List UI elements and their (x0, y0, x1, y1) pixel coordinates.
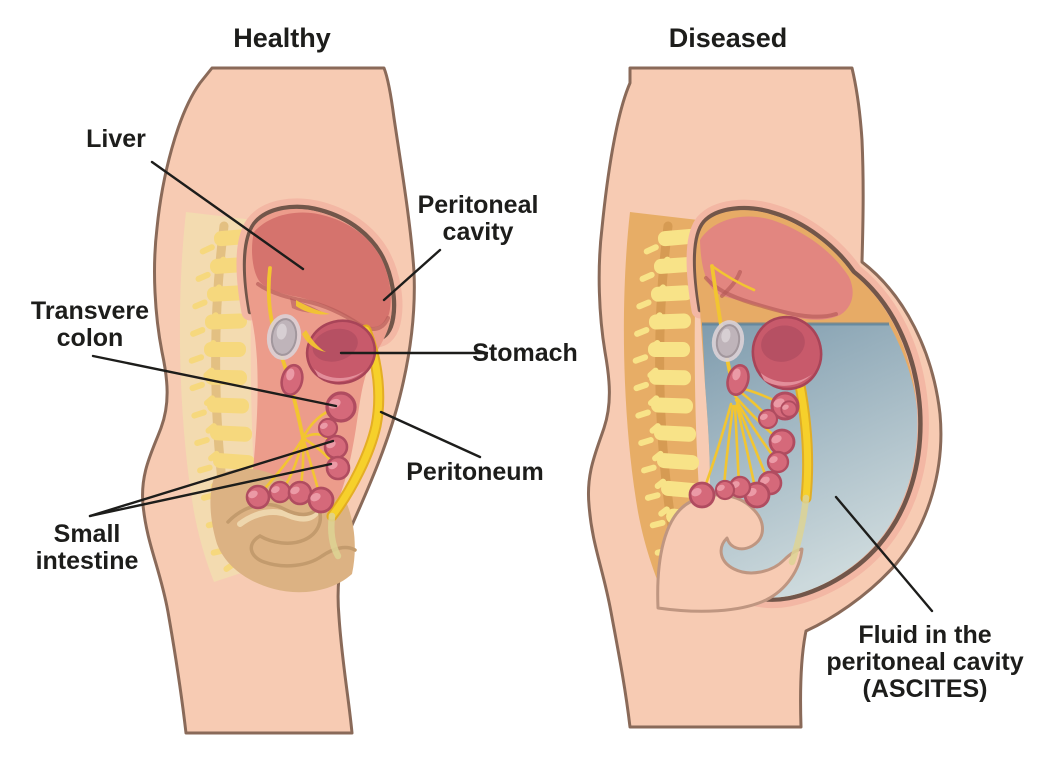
label-line: Small (53, 520, 121, 548)
label-line: cavity (442, 218, 514, 246)
healthy-duodenum (280, 363, 304, 397)
ascites-leader-line (834, 495, 934, 613)
diseased-gallbladder (711, 320, 745, 362)
liver-leader-line (150, 160, 305, 271)
healthy-figure (141, 66, 416, 735)
healthy-liver (252, 212, 391, 328)
figure-caption-diseased: Diseased (668, 23, 788, 53)
label-liver: Liver (86, 125, 146, 153)
leader-lines (88, 160, 934, 613)
label-line: colon (56, 324, 124, 352)
diseased-stomach (751, 315, 823, 391)
healthy-peritoneum-outline (242, 204, 397, 342)
label-transverse-colon: Transvere colon (10, 298, 170, 352)
diseased-duodenum (726, 364, 750, 396)
healthy-iliac-curve (226, 502, 357, 568)
label-peritoneum: Peritoneum (406, 458, 544, 486)
label-line: Transvere (30, 297, 150, 325)
label-line: peritoneal cavity (826, 648, 1024, 676)
healthy-transverse-colon (325, 391, 357, 423)
label-line: (ASCITES) (862, 675, 988, 703)
label-ascites-fluid: Fluid in the peritoneal cavity (ASCITES) (812, 622, 1038, 703)
label-peritoneal-cavity: Peritoneal cavity (398, 192, 558, 246)
small-intestine-leader-line-2 (88, 462, 333, 518)
diseased-omentum-band (795, 376, 812, 502)
peritoneum-leader-line (379, 410, 482, 459)
transverse-colon-leader-line (91, 354, 338, 408)
healthy-gallbladder (266, 314, 302, 360)
diseased-liver (700, 216, 853, 320)
figure-caption-healthy: Healthy (233, 23, 331, 53)
label-line: intestine (35, 547, 139, 575)
healthy-omentum-band (328, 326, 383, 520)
label-line: Peritoneal (417, 191, 539, 219)
label-line: Fluid in the (858, 621, 992, 649)
diseased-figure (586, 66, 943, 729)
label-stomach: Stomach (472, 339, 578, 367)
small-intestine-leader-line-1 (88, 439, 335, 518)
peritoneal-cavity-leader-line (382, 248, 442, 302)
label-small-intestine: Small intestine (7, 521, 167, 575)
